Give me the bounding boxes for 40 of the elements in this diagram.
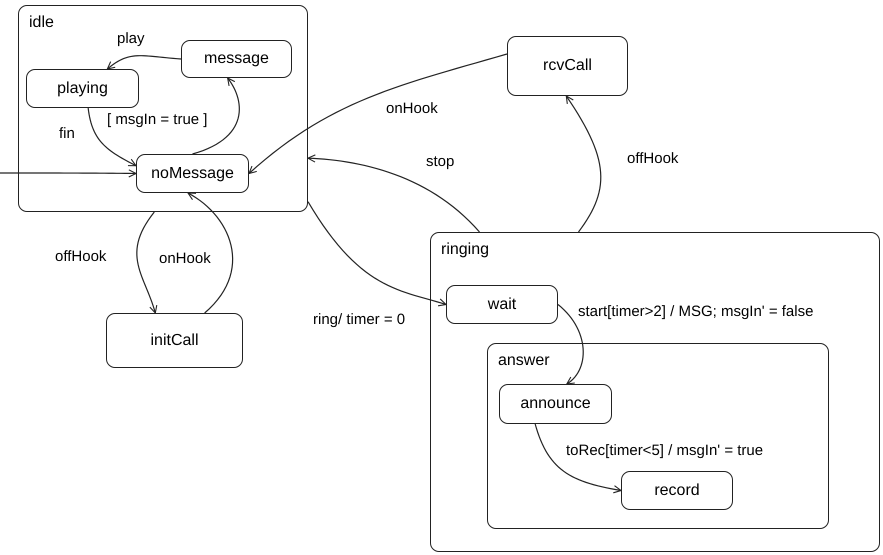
transition-arrow [192,77,240,155]
state-box [507,36,628,96]
state-name: message [204,50,269,68]
state-box [499,384,612,424]
state-box [26,69,139,108]
state-name: wait [488,296,516,314]
edge-label: start[timer>2] / MSG; msgIn' = false [577,303,814,321]
transition-arrow [88,108,137,166]
edge-label: play [116,30,146,48]
edge-label: stop [425,153,456,171]
state-box [621,471,733,510]
state-box [446,285,558,324]
transition-arrow [566,95,602,232]
edge-label: [ msgIn = true ] [106,111,208,129]
composite-state [18,5,308,212]
edge-label: ring/ timer = 0 [312,311,406,329]
state-box [106,313,243,368]
state-name: announce [520,395,591,413]
state-name: noMessage [151,164,234,182]
transition-arrow [187,192,234,314]
transition-arrow [307,154,480,232]
state-name: rcvCall [543,57,592,75]
transition-arrow [534,424,622,494]
state-name: playing [57,80,108,98]
state-name: ringing [441,241,490,259]
state-box [136,154,249,193]
composite-state [487,343,829,529]
state-name: initCall [150,332,198,350]
state-name: record [654,482,700,500]
edge-label: toRec[timer<5] / msgIn' = true [565,442,764,460]
composite-state [430,232,880,552]
state-name: idle [29,14,54,32]
state-name: answer [498,352,550,370]
transition-arrow [0,169,137,178]
transition-arrow [106,55,182,70]
transition-arrow [136,212,158,314]
transition-arrow [558,304,584,385]
transition-arrow [248,53,508,174]
state-box [181,40,292,78]
transition-arrow [307,201,447,306]
